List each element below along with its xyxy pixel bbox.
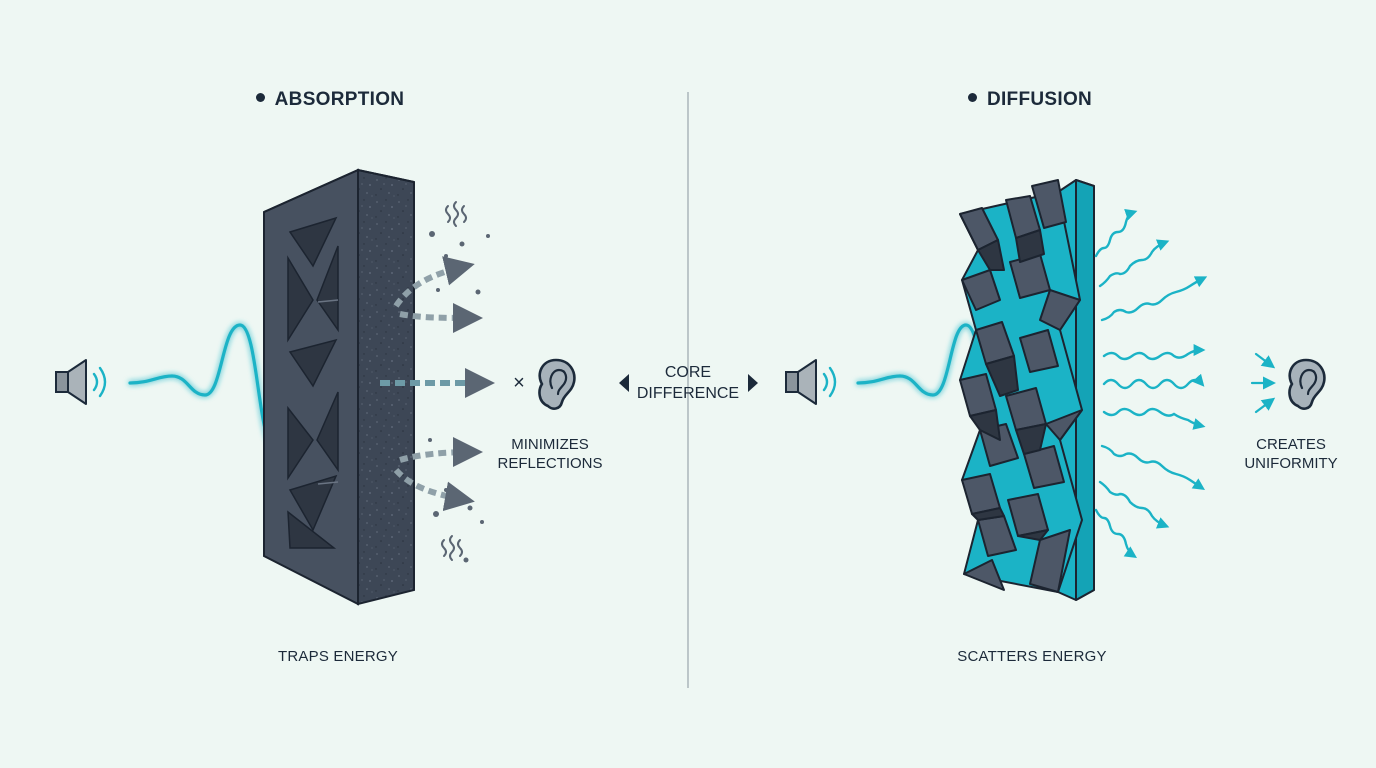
- scattered-wave-5: [1102, 373, 1205, 390]
- scattered-wave-1: [1094, 208, 1138, 258]
- absorption-title: ABSORPTION: [200, 89, 460, 111]
- reflection-arrow-4: [393, 467, 475, 512]
- scattered-wave-2: [1098, 239, 1170, 288]
- core-left-pointer: [619, 374, 629, 392]
- absorption-energy-particles: [428, 231, 490, 563]
- scattered-wave-7: [1100, 444, 1205, 490]
- core-difference-label: CORE DIFFERENCE: [636, 364, 740, 402]
- diffusion-ear-icon: [1288, 358, 1326, 410]
- scattered-wave-8: [1098, 480, 1170, 529]
- scattered-wave-6: [1102, 407, 1206, 430]
- absorption-reflection-arrows: [380, 256, 495, 512]
- diffusion-note: CREATES UNIFORMITY: [1244, 436, 1338, 472]
- absorption-note: MINIMIZES REFLECTIONS: [497, 436, 603, 472]
- reflection-arrow-1: [393, 256, 475, 308]
- absorption-foam-panel: [263, 168, 415, 606]
- bullet-dot: [967, 93, 977, 103]
- diffusion-scattered-waves: [1094, 208, 1208, 558]
- reflection-arrow-2: [399, 302, 483, 333]
- reflection-arrow-3: [399, 437, 483, 468]
- core-right-pointer: [748, 374, 758, 392]
- diffusion-speaker-icon: [785, 359, 837, 405]
- diffusion-caption: SCATTERS ENERGY: [957, 648, 1107, 665]
- scattered-wave-3: [1100, 276, 1208, 322]
- diffusion-title: DIFFUSION: [900, 89, 1160, 111]
- diffusion-incoming-arrows: [1250, 352, 1276, 414]
- absorption-heat-squiggles: [441, 201, 467, 561]
- absorption-speaker-icon: [55, 359, 107, 405]
- absorption-blocked-mark: ×: [513, 372, 525, 394]
- absorption-caption: TRAPS ENERGY: [278, 648, 398, 665]
- absorption-ear-icon: [538, 358, 576, 410]
- scattered-wave-9: [1094, 508, 1137, 558]
- diffusion-diffuser-panel: [959, 179, 1095, 601]
- scattered-wave-4: [1102, 344, 1206, 361]
- bullet-dot: [255, 93, 265, 103]
